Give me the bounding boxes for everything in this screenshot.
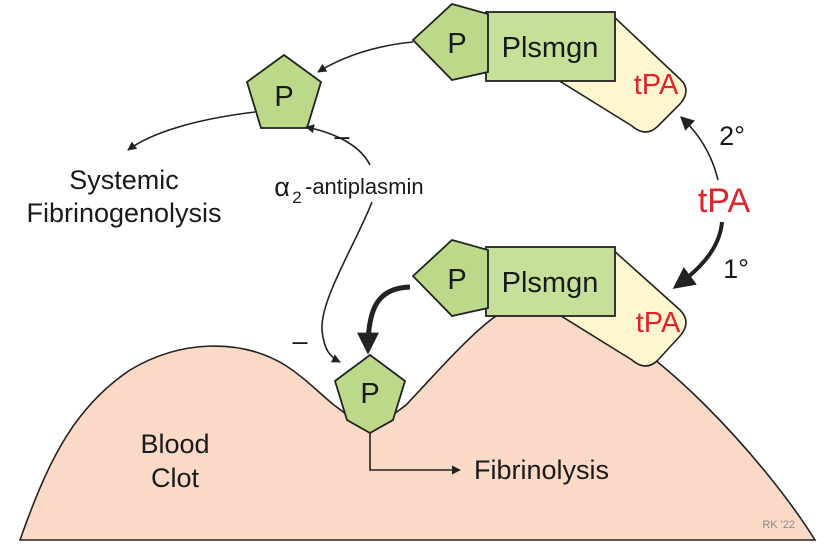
free-plasmin: P	[245, 53, 323, 129]
plasmin-p-label-bottom: P	[447, 264, 466, 296]
systemic-label-line1: Systemic	[69, 165, 179, 195]
plasminogen-label-bottom: Plsmgn	[502, 267, 599, 299]
author-credit: RK '22	[762, 519, 795, 531]
arrow-free-plasmin-to-systemic	[127, 111, 256, 151]
plasmin-p-label-top: P	[447, 28, 466, 60]
plasminogen-complex-bottom: Plsmgn P	[411, 238, 616, 317]
arrow-clot-plasmin-to-fibrinolysis	[369, 433, 461, 475]
arrow-activation-to-clot-plasmin	[357, 284, 411, 355]
inhibit-minus-free: –	[334, 121, 349, 151]
antiplasmin-alpha: α	[274, 172, 290, 202]
tpa-label-bottom: tPA	[636, 307, 681, 339]
arrow-release-to-free-plasmin	[317, 41, 414, 73]
systemic-label-line2: Fibrinogenolysis	[26, 198, 221, 228]
free-plasmin-p-label: P	[274, 81, 293, 113]
arrow-tpa-primary	[672, 221, 724, 289]
inhibit-minus-clot: –	[292, 326, 307, 356]
secondary-pathway-label: 2°	[719, 121, 745, 151]
free-tpa-label: tPA	[698, 182, 751, 220]
primary-pathway-label: 1°	[723, 254, 749, 284]
clot-label-line2: Clot	[151, 463, 200, 493]
clot-plasmin-p-label: P	[360, 378, 379, 410]
clot-bound-plasmin: P	[333, 353, 407, 435]
tpa-label-top: tPA	[634, 69, 679, 101]
fibrinolysis-label: Fibrinolysis	[474, 455, 609, 485]
blood-clot-shape	[18, 300, 817, 541]
arrow-antiplasmin-inhibit-clot	[321, 201, 373, 363]
arrow-tpa-secondary	[679, 116, 719, 181]
plasminogen-label-top: Plsmgn	[502, 32, 599, 64]
clot-label-line1: Blood	[140, 429, 209, 459]
antiplasmin-subscript: 2	[292, 188, 301, 207]
plasminogen-complex-top: Plsmgn P	[411, 2, 616, 82]
antiplasmin-label: -antiplasmin	[305, 174, 424, 199]
arrow-antiplasmin-inhibit-free	[305, 124, 371, 166]
